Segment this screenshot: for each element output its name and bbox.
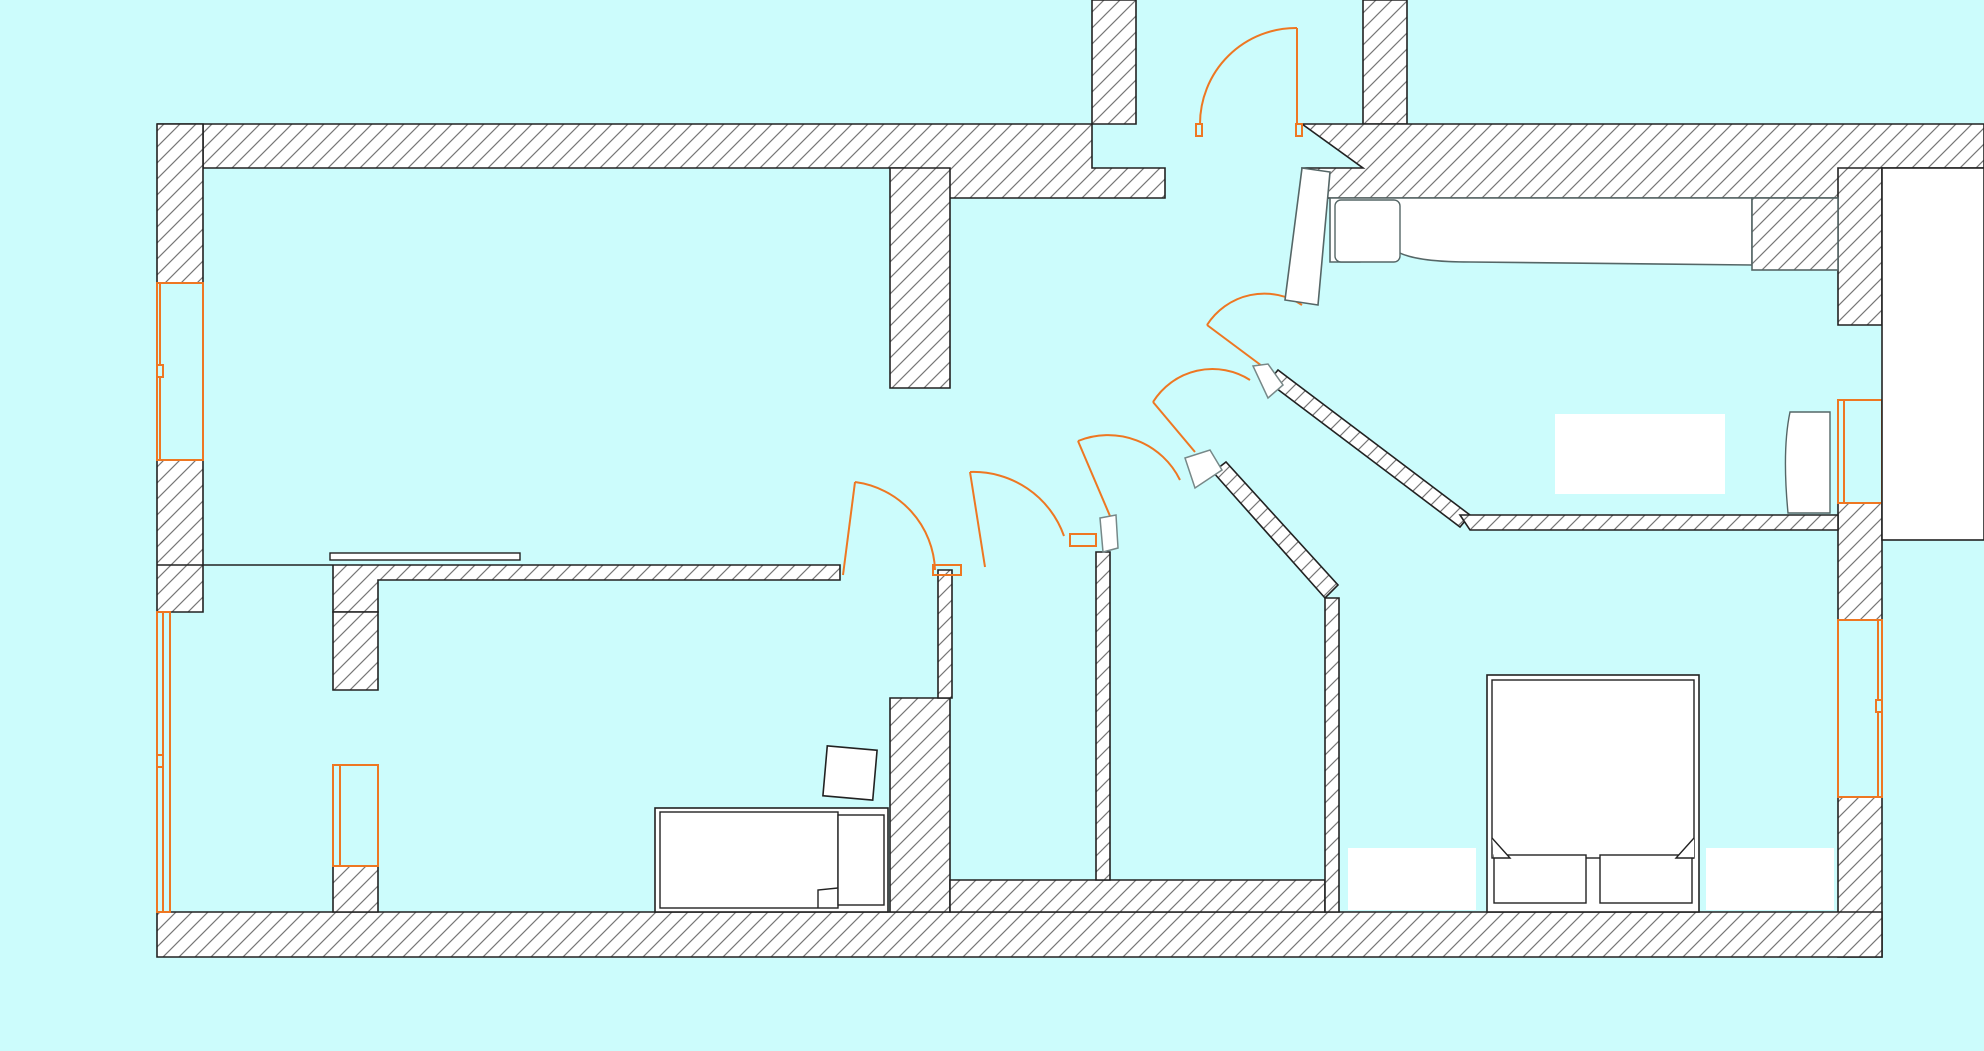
window-right-lower [1837, 619, 1883, 798]
door-bedroom-lower [1069, 434, 1181, 547]
doors [842, 26, 1303, 576]
wall-right-upper [1837, 167, 1883, 326]
wall-base-corridor [949, 879, 1326, 913]
wall-left-outer-lower [156, 459, 204, 613]
door-bathroom [932, 470, 1065, 576]
wall-stub-left [1091, 0, 1137, 125]
wall-small-room-lower [332, 865, 379, 913]
wall-partition-3 [1324, 597, 1340, 913]
wall-mid-horizontal [157, 564, 841, 613]
door-entrance [1195, 26, 1303, 137]
wall-left-outer [156, 123, 204, 284]
door-leaves [1099, 363, 1285, 553]
wall-small-room-upper [332, 611, 379, 691]
wall-right-mid [1837, 502, 1883, 621]
exterior-block [1881, 167, 1984, 541]
nightstand-left [822, 745, 878, 801]
window-left-upper [156, 282, 204, 461]
wall-bottom [156, 911, 1883, 958]
armchair [1784, 411, 1831, 514]
wall-bedroom-divider [1458, 514, 1839, 531]
single-bed [654, 807, 889, 913]
double-bed [1486, 674, 1700, 913]
tv-stand [329, 552, 521, 561]
wardrobe-corridor [1284, 167, 1331, 306]
shower-tray [1751, 197, 1839, 271]
wall-pillar-center [889, 167, 951, 389]
wall-diagonal-1 [1211, 460, 1340, 600]
wall-pillar-lower [889, 697, 951, 913]
windows [156, 282, 1883, 913]
nightstand-bed-left [1348, 848, 1476, 910]
door-diagonal [1152, 368, 1251, 453]
radiator-upper [1555, 414, 1725, 494]
door-bedroom-left [842, 481, 936, 576]
door-leaf-3 [1099, 514, 1119, 553]
window-right-upper [1837, 399, 1883, 504]
nightstand-bed-right [1706, 848, 1834, 910]
sink [1334, 199, 1401, 263]
door-leaf-1 [1251, 363, 1285, 400]
wall-partition-2 [1095, 551, 1111, 881]
door-leaf-2 [1184, 449, 1224, 490]
wall-stub-right [1362, 0, 1408, 125]
wall-partition-1 [937, 569, 953, 699]
